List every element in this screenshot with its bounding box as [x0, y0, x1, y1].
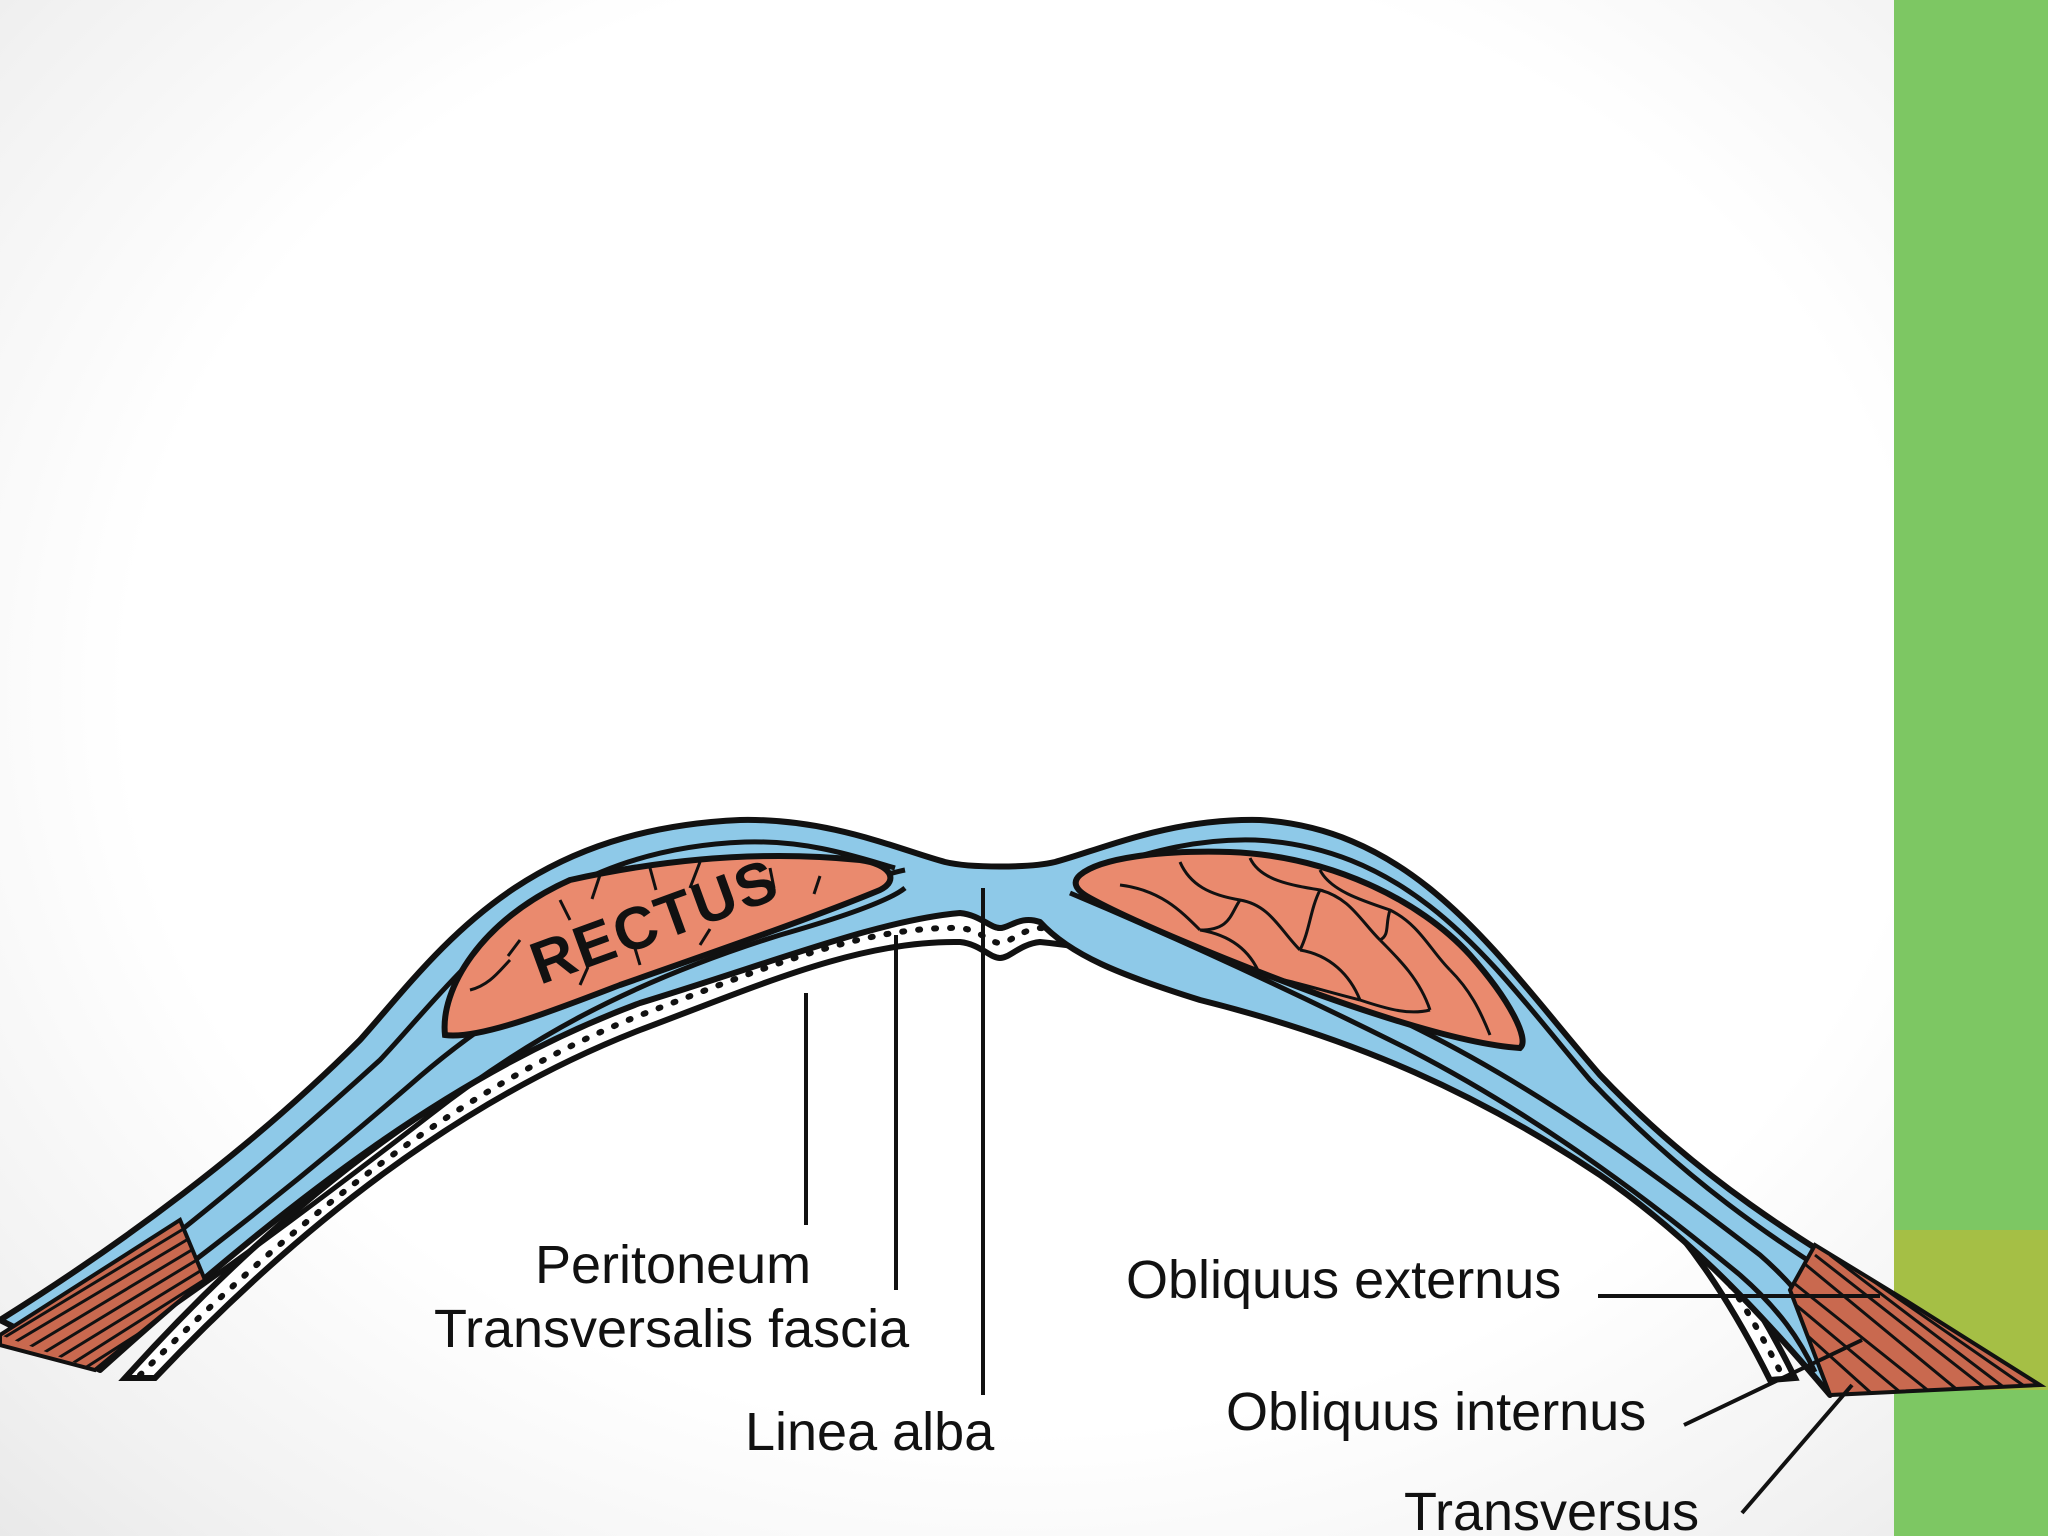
- obliquus-internus-leader: [1683, 1338, 1863, 1427]
- right-lateral-muscles: [1787, 1242, 2047, 1398]
- transversalis-fascia-label: Transversalis fascia: [434, 1299, 910, 1359]
- left-rectus-muscle: [441, 853, 894, 1039]
- leader-lines: [804, 888, 1880, 1515]
- linea-alba-label: Linea alba: [745, 1402, 995, 1462]
- obliquus-internus-label: Obliquus internus: [1226, 1382, 1646, 1442]
- peritoneum-label: Peritoneum: [535, 1235, 811, 1295]
- right-rectus-cells: [1119, 857, 1492, 1036]
- left-rectus-fibers: [469, 861, 822, 992]
- obliquus-externus-label: Obliquus externus: [1126, 1250, 1561, 1310]
- transversus-leader: [1740, 1383, 1854, 1515]
- transversus-label: Transversus: [1404, 1482, 1699, 1536]
